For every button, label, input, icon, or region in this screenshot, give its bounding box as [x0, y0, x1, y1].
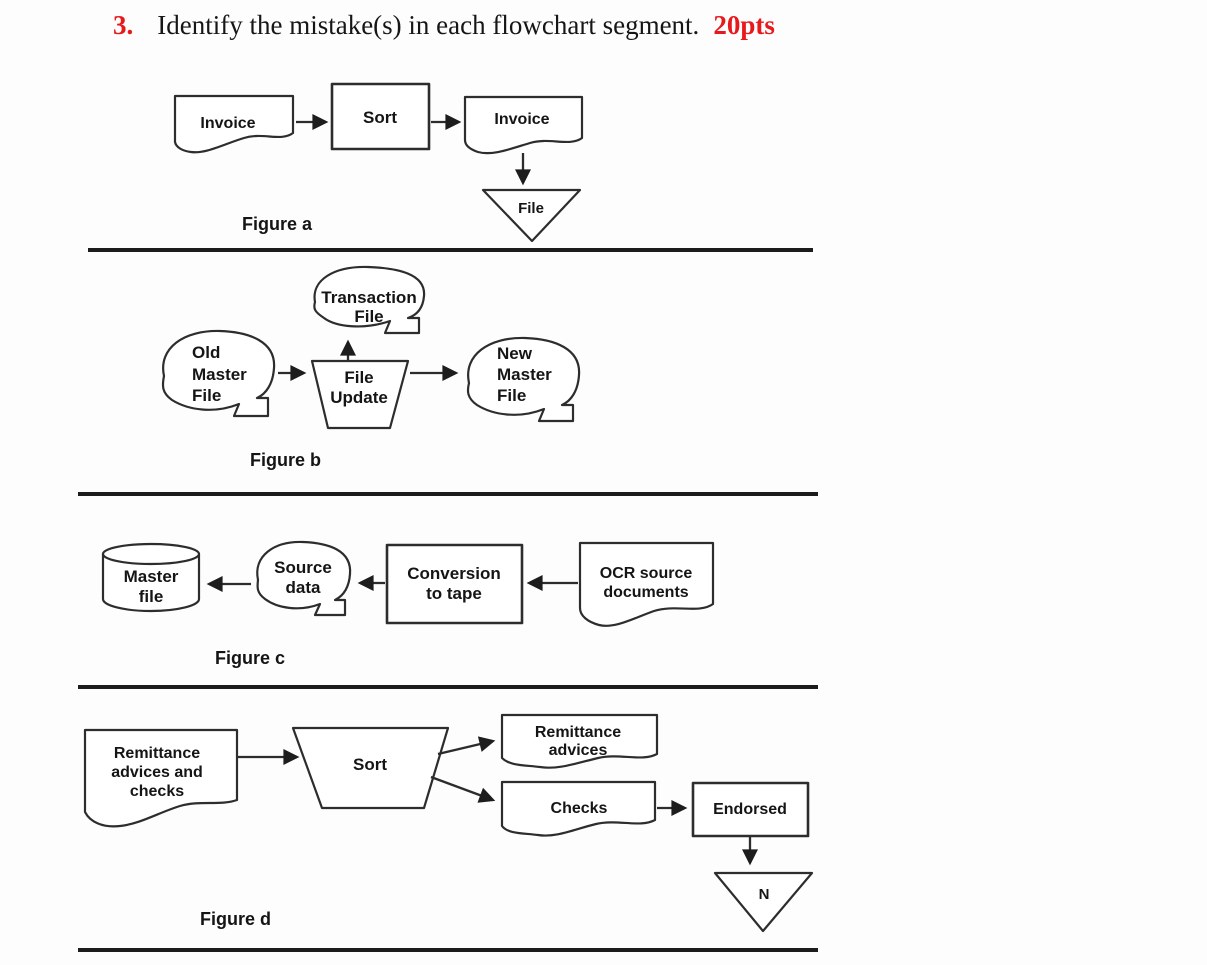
question-title: 3. Identify the mistake(s) in each flowch…	[113, 10, 775, 41]
figure-c-caption: Figure c	[215, 648, 285, 668]
node-label-source-data-line2: data	[286, 578, 322, 597]
figure-a: Invoice Sort Invoice File Figure a	[173, 82, 584, 243]
node-label-remittance-advices-line1: Remittance	[535, 724, 621, 741]
document-shape-remittance-advices	[500, 713, 659, 769]
figure-d: Remittance advices and checks Sort Remit…	[83, 713, 814, 933]
process-rect-endorsed	[691, 781, 810, 838]
process-rect-sort	[330, 82, 431, 151]
node-label-ocr-source-line1: OCR source	[600, 565, 693, 582]
offline-file-triangle-n	[713, 871, 814, 933]
node-label-file: File	[518, 200, 544, 217]
node-label-remittance-and-checks-line2: advices and	[111, 764, 203, 781]
document-shape-ocr-source	[578, 541, 715, 627]
node-label-new-master-file-line3: File	[497, 386, 526, 405]
cylinder-master-file-top	[101, 542, 201, 566]
tape-cloud-old-master-file	[161, 329, 276, 418]
tape-cloud-new-master-file	[466, 336, 581, 423]
question-number: 3.	[113, 10, 134, 40]
figure-d-caption: Figure d	[200, 909, 271, 929]
node-label-old-master-file-line3: File	[192, 386, 221, 405]
node-label-n-file: N	[759, 886, 770, 903]
node-label-conversion-line2: to tape	[426, 584, 482, 603]
node-label-old-master-file-line2: Master	[192, 365, 247, 384]
node-label-file-update-line1: File	[344, 368, 373, 387]
trapezoid-sort	[291, 726, 450, 810]
node-label-endorsed: Endorsed	[713, 801, 787, 818]
node-label-remittance-and-checks-line1: Remittance	[114, 745, 200, 762]
figure-a-caption: Figure a	[242, 214, 313, 234]
question-text: Identify the mistake(s) in each flowchar…	[157, 10, 700, 40]
node-label-checks: Checks	[551, 800, 608, 817]
node-label-ocr-source-line2: documents	[603, 584, 688, 601]
node-label-source-data-line1: Source	[274, 558, 332, 577]
arrow-sort-to-remittance-advices	[437, 736, 496, 756]
trapezoid-file-update	[310, 359, 410, 430]
node-label-remittance-advices-line2: advices	[549, 742, 608, 759]
tape-cloud-transaction-file	[313, 265, 426, 335]
node-label-invoice-out: Invoice	[494, 111, 549, 128]
node-label-sort-d: Sort	[353, 755, 387, 774]
document-shape-checks	[500, 780, 657, 837]
figure-b: Transaction File Old Master File File Up…	[161, 265, 581, 470]
node-label-master-file-line1: Master	[124, 567, 179, 586]
node-label-new-master-file-line1: New	[497, 344, 533, 363]
question-points: 20pts	[713, 10, 775, 40]
offline-file-triangle	[481, 188, 582, 243]
node-label-old-master-file-line1: Old	[192, 343, 220, 362]
node-label-invoice-in: Invoice	[200, 115, 255, 132]
cylinder-master-file-body	[101, 554, 201, 613]
node-label-master-file-line2: file	[139, 587, 164, 606]
node-label-conversion-line1: Conversion	[407, 564, 501, 583]
node-label-file-update-line2: Update	[330, 388, 388, 407]
node-label-sort: Sort	[363, 108, 397, 127]
figure-b-caption: Figure b	[250, 450, 321, 470]
node-label-transaction-file-line2: File	[354, 307, 383, 326]
document-shape-invoice-out	[463, 95, 584, 155]
document-shape-remittance-and-checks	[83, 728, 239, 828]
node-label-new-master-file-line2: Master	[497, 365, 552, 384]
tape-cloud-source-data	[256, 540, 352, 617]
process-rect-conversion	[385, 543, 524, 625]
node-label-transaction-file-line1: Transaction	[321, 288, 416, 307]
document-shape-invoice-in	[173, 94, 295, 154]
node-label-remittance-and-checks-line3: checks	[130, 783, 184, 800]
arrow-sort-to-checks	[430, 775, 496, 803]
figure-c: Master file Source data Conversion to ta…	[101, 540, 715, 668]
